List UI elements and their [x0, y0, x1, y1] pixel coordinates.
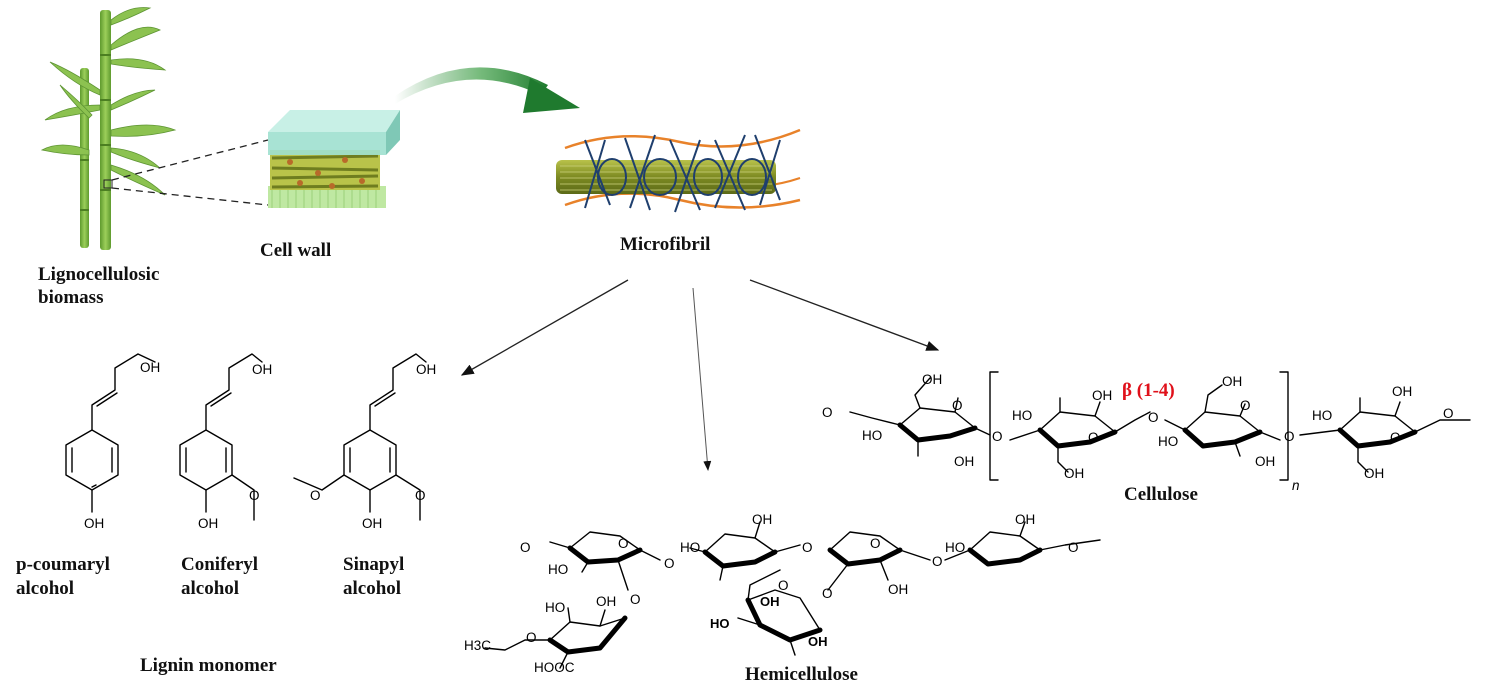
atom-o: O — [1443, 406, 1454, 421]
label-coniferyl: Coniferyl — [181, 554, 258, 575]
atom-o: O — [932, 554, 943, 569]
atom-oh: OH — [1092, 388, 1112, 403]
atom-o: O — [870, 536, 881, 551]
label-lignin-monomer: Lignin monomer — [140, 655, 277, 676]
label-lignocellulosic: Lignocellulosic — [38, 264, 159, 285]
atom-oh: OH — [416, 362, 436, 377]
atom-o: O — [778, 578, 789, 593]
atom-oh: OH — [140, 360, 160, 375]
atom-o: O — [1148, 410, 1159, 425]
label-cellulose: Cellulose — [1124, 484, 1198, 505]
atom-o: O — [664, 556, 675, 571]
atom-ho: HO — [862, 428, 882, 443]
atom-oh: OH — [1064, 466, 1084, 481]
atom-o: O — [526, 630, 537, 645]
atom-oh: OH — [1392, 384, 1412, 399]
atom-o: O — [310, 488, 321, 503]
atom-ho: HO — [548, 562, 568, 577]
atom-o: O — [822, 586, 833, 601]
cellulose-structure: O OH O HO OH O n HO OH O OH O OH O HO OH… — [822, 371, 1471, 493]
atom-oh: OH — [84, 516, 104, 531]
zoom-arrow — [395, 67, 580, 113]
branch-arrows — [460, 279, 940, 471]
atom-o: O — [1088, 430, 1099, 445]
repeat-subscript: n — [1292, 478, 1300, 493]
atom-oh: OH — [1364, 466, 1384, 481]
label-p-coumaryl: p-coumaryl — [16, 554, 110, 575]
sinapyl-alcohol-structure: OH OH O O — [293, 353, 436, 531]
label-sinapyl-alcohol: alcohol — [343, 578, 401, 599]
atom-o: O — [802, 540, 813, 555]
zoom-guide-lines — [111, 139, 269, 206]
atom-oh: OH — [760, 594, 780, 609]
label-microfibril: Microfibril — [620, 234, 710, 255]
label-coniferyl-alcohol: alcohol — [181, 578, 239, 599]
label-p-coumaryl-alcohol: alcohol — [16, 578, 74, 599]
atom-oh: OH — [198, 516, 218, 531]
atom-oh: OH — [954, 454, 974, 469]
atom-oh: OH — [888, 582, 908, 597]
atom-o: O — [415, 488, 426, 503]
atom-oh: OH — [752, 512, 772, 527]
beta-linkage-label: β (1-4) — [1122, 380, 1175, 401]
atom-oh: OH — [1222, 374, 1242, 389]
atom-ho: HO — [1012, 408, 1032, 423]
atom-o: O — [249, 488, 260, 503]
atom-oh: OH — [596, 594, 616, 609]
label-hemicellulose: Hemicellulose — [745, 664, 858, 685]
atom-ho: HO — [680, 540, 700, 555]
atom-oh: OH — [1015, 512, 1035, 527]
coniferyl-alcohol-structure: OH OH O — [179, 353, 272, 531]
atom-o: O — [822, 405, 833, 420]
atom-o: O — [1068, 540, 1079, 555]
atom-oh: OH — [1255, 454, 1275, 469]
atom-ho: HO — [710, 616, 730, 631]
atom-oh: OH — [808, 634, 828, 649]
atom-oh: OH — [252, 362, 272, 377]
bamboo-illustration — [40, 7, 177, 250]
atom-o: O — [1390, 430, 1401, 445]
atom-ho: HO — [545, 600, 565, 615]
label-biomass: biomass — [38, 287, 103, 308]
cell-wall-illustration — [268, 110, 400, 208]
atom-o: O — [952, 398, 963, 413]
atom-o: O — [520, 540, 531, 555]
atom-ho: HO — [1158, 434, 1178, 449]
atom-o: O — [992, 429, 1003, 444]
atom-oh: OH — [922, 372, 942, 387]
label-cell-wall: Cell wall — [260, 240, 331, 261]
atom-ho: HO — [945, 540, 965, 555]
atom-oh: OH — [362, 516, 382, 531]
microfibril-illustration — [556, 128, 801, 213]
atom-o: O — [630, 592, 641, 607]
atom-o: O — [1240, 398, 1251, 413]
atom-o: O — [618, 536, 629, 551]
label-sinapyl: Sinapyl — [343, 554, 404, 575]
p-coumaryl-alcohol-structure: OH OH — [65, 353, 160, 531]
atom-o: O — [1284, 429, 1295, 444]
hemicellulose-structure: O O HO O O HO OH O H3C HOOC HO OH O O OH… — [464, 512, 1101, 675]
atom-h3c: H3C — [464, 638, 491, 653]
atom-ho: HO — [1312, 408, 1332, 423]
atom-hooc: HOOC — [534, 660, 575, 675]
